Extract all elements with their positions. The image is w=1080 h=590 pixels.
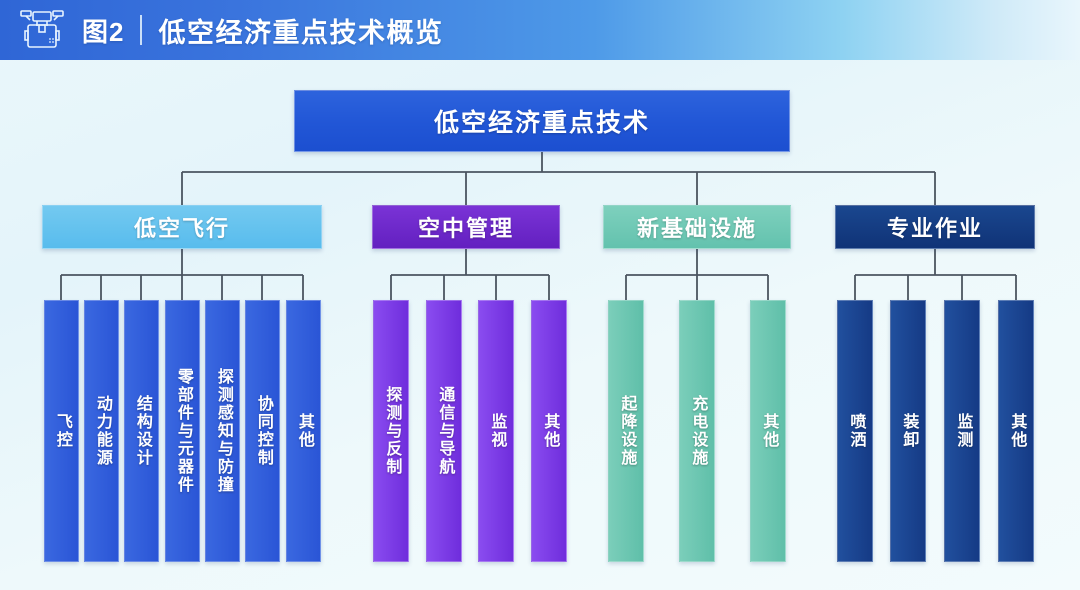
connector-lines	[60, 152, 1017, 300]
figure-label: 图2	[82, 16, 125, 47]
leaf-bar[interactable]: 协同控制	[245, 300, 280, 562]
category-node-1[interactable]: 低空飞行	[42, 205, 322, 249]
root-node[interactable]: 低空经济重点技术	[294, 90, 790, 152]
leaf-bar[interactable]: 探测感知与防撞	[205, 300, 240, 562]
leaf-bar[interactable]: 监测	[944, 300, 980, 562]
leaf-bar[interactable]: 结构设计	[124, 300, 159, 562]
leaf-bar[interactable]: 监视	[478, 300, 514, 562]
category-node-3[interactable]: 新基础设施	[603, 205, 791, 249]
leaf-bar[interactable]: 起降设施	[608, 300, 644, 562]
leaf-bar[interactable]: 装卸	[890, 300, 926, 562]
leaf-bar[interactable]: 探测与反制	[373, 300, 409, 562]
delivery-drone-icon	[16, 8, 68, 52]
leaf-bar[interactable]: 其他	[531, 300, 567, 562]
leaf-bar[interactable]: 零部件与元器件	[165, 300, 200, 562]
leaf-bar[interactable]: 动力能源	[84, 300, 119, 562]
leaf-bar[interactable]: 飞控	[44, 300, 79, 562]
leaf-bar[interactable]: 充电设施	[679, 300, 715, 562]
diagram-canvas: 低空经济重点技术 低空飞行 空中管理 新基础设施 专业作业 飞控 动力能源 结构…	[0, 60, 1080, 590]
page-header: 图2 低空经济重点技术概览	[0, 0, 1080, 60]
leaf-bar[interactable]: 其他	[286, 300, 321, 562]
leaf-bar[interactable]: 喷洒	[837, 300, 873, 562]
category-node-2[interactable]: 空中管理	[372, 205, 560, 249]
leaf-bar[interactable]: 其他	[998, 300, 1034, 562]
category-node-4[interactable]: 专业作业	[835, 205, 1035, 249]
page-title: 低空经济重点技术概览	[158, 17, 444, 48]
header-divider	[140, 15, 143, 45]
leaf-bar[interactable]: 通信与导航	[426, 300, 462, 562]
leaf-bar[interactable]: 其他	[750, 300, 786, 562]
